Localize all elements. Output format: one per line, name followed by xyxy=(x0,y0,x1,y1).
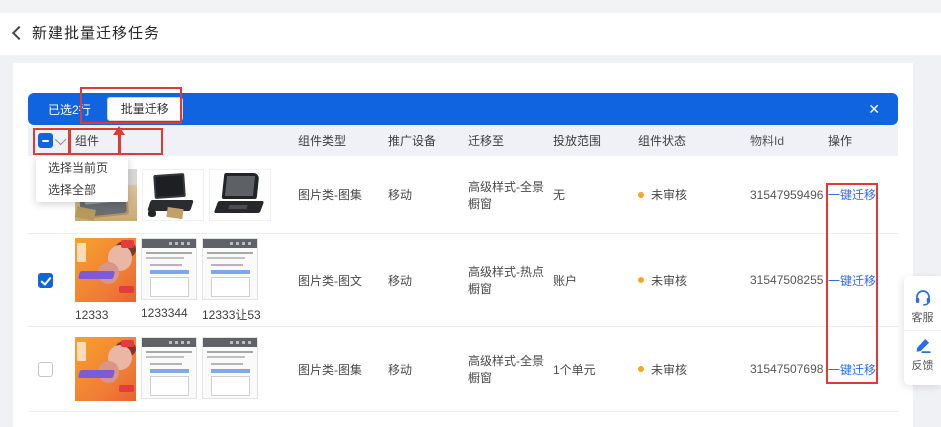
header-material-id: 物料Id xyxy=(750,134,785,148)
header-scope: 投放范围 xyxy=(553,134,602,148)
table-row: 图片类-图集 移动 高级样式-全景橱窗 无 未审核 31547959496 一键… xyxy=(28,156,898,234)
close-icon[interactable]: ✕ xyxy=(868,101,880,117)
cell-device: 移动 xyxy=(388,362,413,377)
customer-service-label: 客服 xyxy=(911,312,934,324)
thumbnail-image xyxy=(142,168,204,221)
cell-device: 移动 xyxy=(388,273,413,288)
selected-count-text: 已选2行 xyxy=(48,102,91,117)
thumbnail-image xyxy=(75,237,136,302)
table-header: 组件 组件类型 推广设备 迁移至 投放范围 组件状态 物料Id 操作 xyxy=(28,125,898,156)
cell-material-id: 31547959496 xyxy=(750,187,824,202)
header-component: 组件 xyxy=(75,134,100,148)
cell-migrate-to: 高级样式-全景橱窗 xyxy=(468,179,544,211)
row-checkbox-2[interactable] xyxy=(38,361,53,377)
header-status: 组件状态 xyxy=(638,134,687,148)
header-type: 组件类型 xyxy=(298,134,347,148)
one-click-migrate-link[interactable]: 一键迁移 xyxy=(828,273,877,288)
cell-migrate-to: 高级样式-热点橱窗 xyxy=(468,265,544,296)
thumbnail-label: 12333 xyxy=(75,307,109,322)
feedback-label: 反馈 xyxy=(911,360,934,372)
cell-migrate-to: 高级样式-全景橱窗 xyxy=(468,354,544,385)
status-dot xyxy=(638,366,644,372)
cell-device: 移动 xyxy=(388,188,413,202)
select-all-checkbox[interactable] xyxy=(38,133,53,148)
page-title: 新建批量迁移任务 xyxy=(32,25,161,42)
thumbnail-image xyxy=(141,237,197,300)
cell-type: 图片类-图集 xyxy=(298,362,362,377)
selection-toolbar: 已选2行 批量迁移 ✕ xyxy=(28,93,898,125)
menu-item-select-all[interactable]: 选择全部 xyxy=(48,183,97,197)
cell-type: 图片类-图文 xyxy=(298,273,362,288)
content-card: 已选2行 批量迁移 ✕ 组件 组件类型 推广设备 迁移至 投放范围 组件状态 物… xyxy=(13,63,913,427)
side-widget: 客服 反馈 xyxy=(904,276,941,385)
menu-item-select-current-page[interactable]: 选择当前页 xyxy=(48,161,109,175)
header-migrate-to: 迁移至 xyxy=(468,134,505,148)
status-text: 未审核 xyxy=(651,273,688,288)
thumbnail-image xyxy=(202,237,258,300)
headset-icon xyxy=(915,290,930,306)
thumbnail-label: 12333让53 xyxy=(202,307,261,322)
top-strip xyxy=(0,0,941,13)
thumbnail-image xyxy=(202,337,258,399)
one-click-migrate-link[interactable]: 一键迁移 xyxy=(828,362,877,377)
pen-icon xyxy=(916,339,931,354)
cell-scope: 1个单元 xyxy=(553,362,596,377)
status-text: 未审核 xyxy=(651,362,688,377)
table-row: 12333 1233344 12333让53 图片类-图文 移动 高级样式-热点… xyxy=(28,234,898,327)
breadcrumb: 新建批量迁移任务 xyxy=(11,22,161,43)
status-dot xyxy=(638,277,644,283)
thumbnail-image xyxy=(75,337,136,401)
status-dot xyxy=(638,191,644,198)
cell-type: 图片类-图集 xyxy=(298,188,362,202)
customer-service-button[interactable]: 客服 xyxy=(904,283,941,330)
header-action: 操作 xyxy=(828,134,853,148)
status-text: 未审核 xyxy=(651,188,688,202)
cell-material-id: 31547508255 xyxy=(750,273,824,287)
thumbnail-label: 1233344 xyxy=(141,305,188,320)
thumbnail-image xyxy=(141,337,197,399)
batch-migrate-button[interactable]: 批量迁移 xyxy=(106,96,183,122)
one-click-migrate-link[interactable]: 一键迁移 xyxy=(828,188,877,202)
feedback-button[interactable]: 反馈 xyxy=(904,330,941,378)
cell-scope: 账户 xyxy=(553,273,578,288)
select-dropdown-menu: 选择当前页 选择全部 xyxy=(36,156,128,202)
cell-material-id: 31547507698 xyxy=(750,362,824,376)
thumbnail-image xyxy=(209,168,271,221)
table-row: 图片类-图集 移动 高级样式-全景橱窗 1个单元 未审核 31547507698… xyxy=(28,327,898,412)
row-checkbox-1[interactable] xyxy=(38,272,53,288)
header-device: 推广设备 xyxy=(388,134,437,148)
back-chevron-icon[interactable] xyxy=(11,25,27,41)
chevron-down-icon[interactable] xyxy=(54,133,67,145)
cell-scope: 无 xyxy=(553,188,566,202)
